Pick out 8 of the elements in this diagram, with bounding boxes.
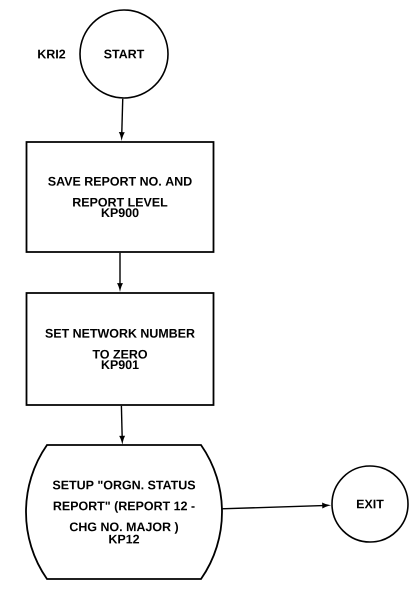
arrow [119, 98, 124, 139]
arrow [117, 252, 123, 290]
arrow [221, 502, 329, 510]
node-caption: KRI2 [38, 50, 66, 58]
process-box: SET NETWORK NUMBER TO ZERO KP901 [26, 292, 214, 406]
process-box: SETUP "ORGN. STATUS REPORT" (REPORT 12 - CHG NO. MAJOR ) KP12 [25, 444, 223, 580]
arrow [120, 406, 125, 442]
process-box: SAVE REPORT NO. AND REPORT LEVEL KP900 [26, 141, 214, 253]
